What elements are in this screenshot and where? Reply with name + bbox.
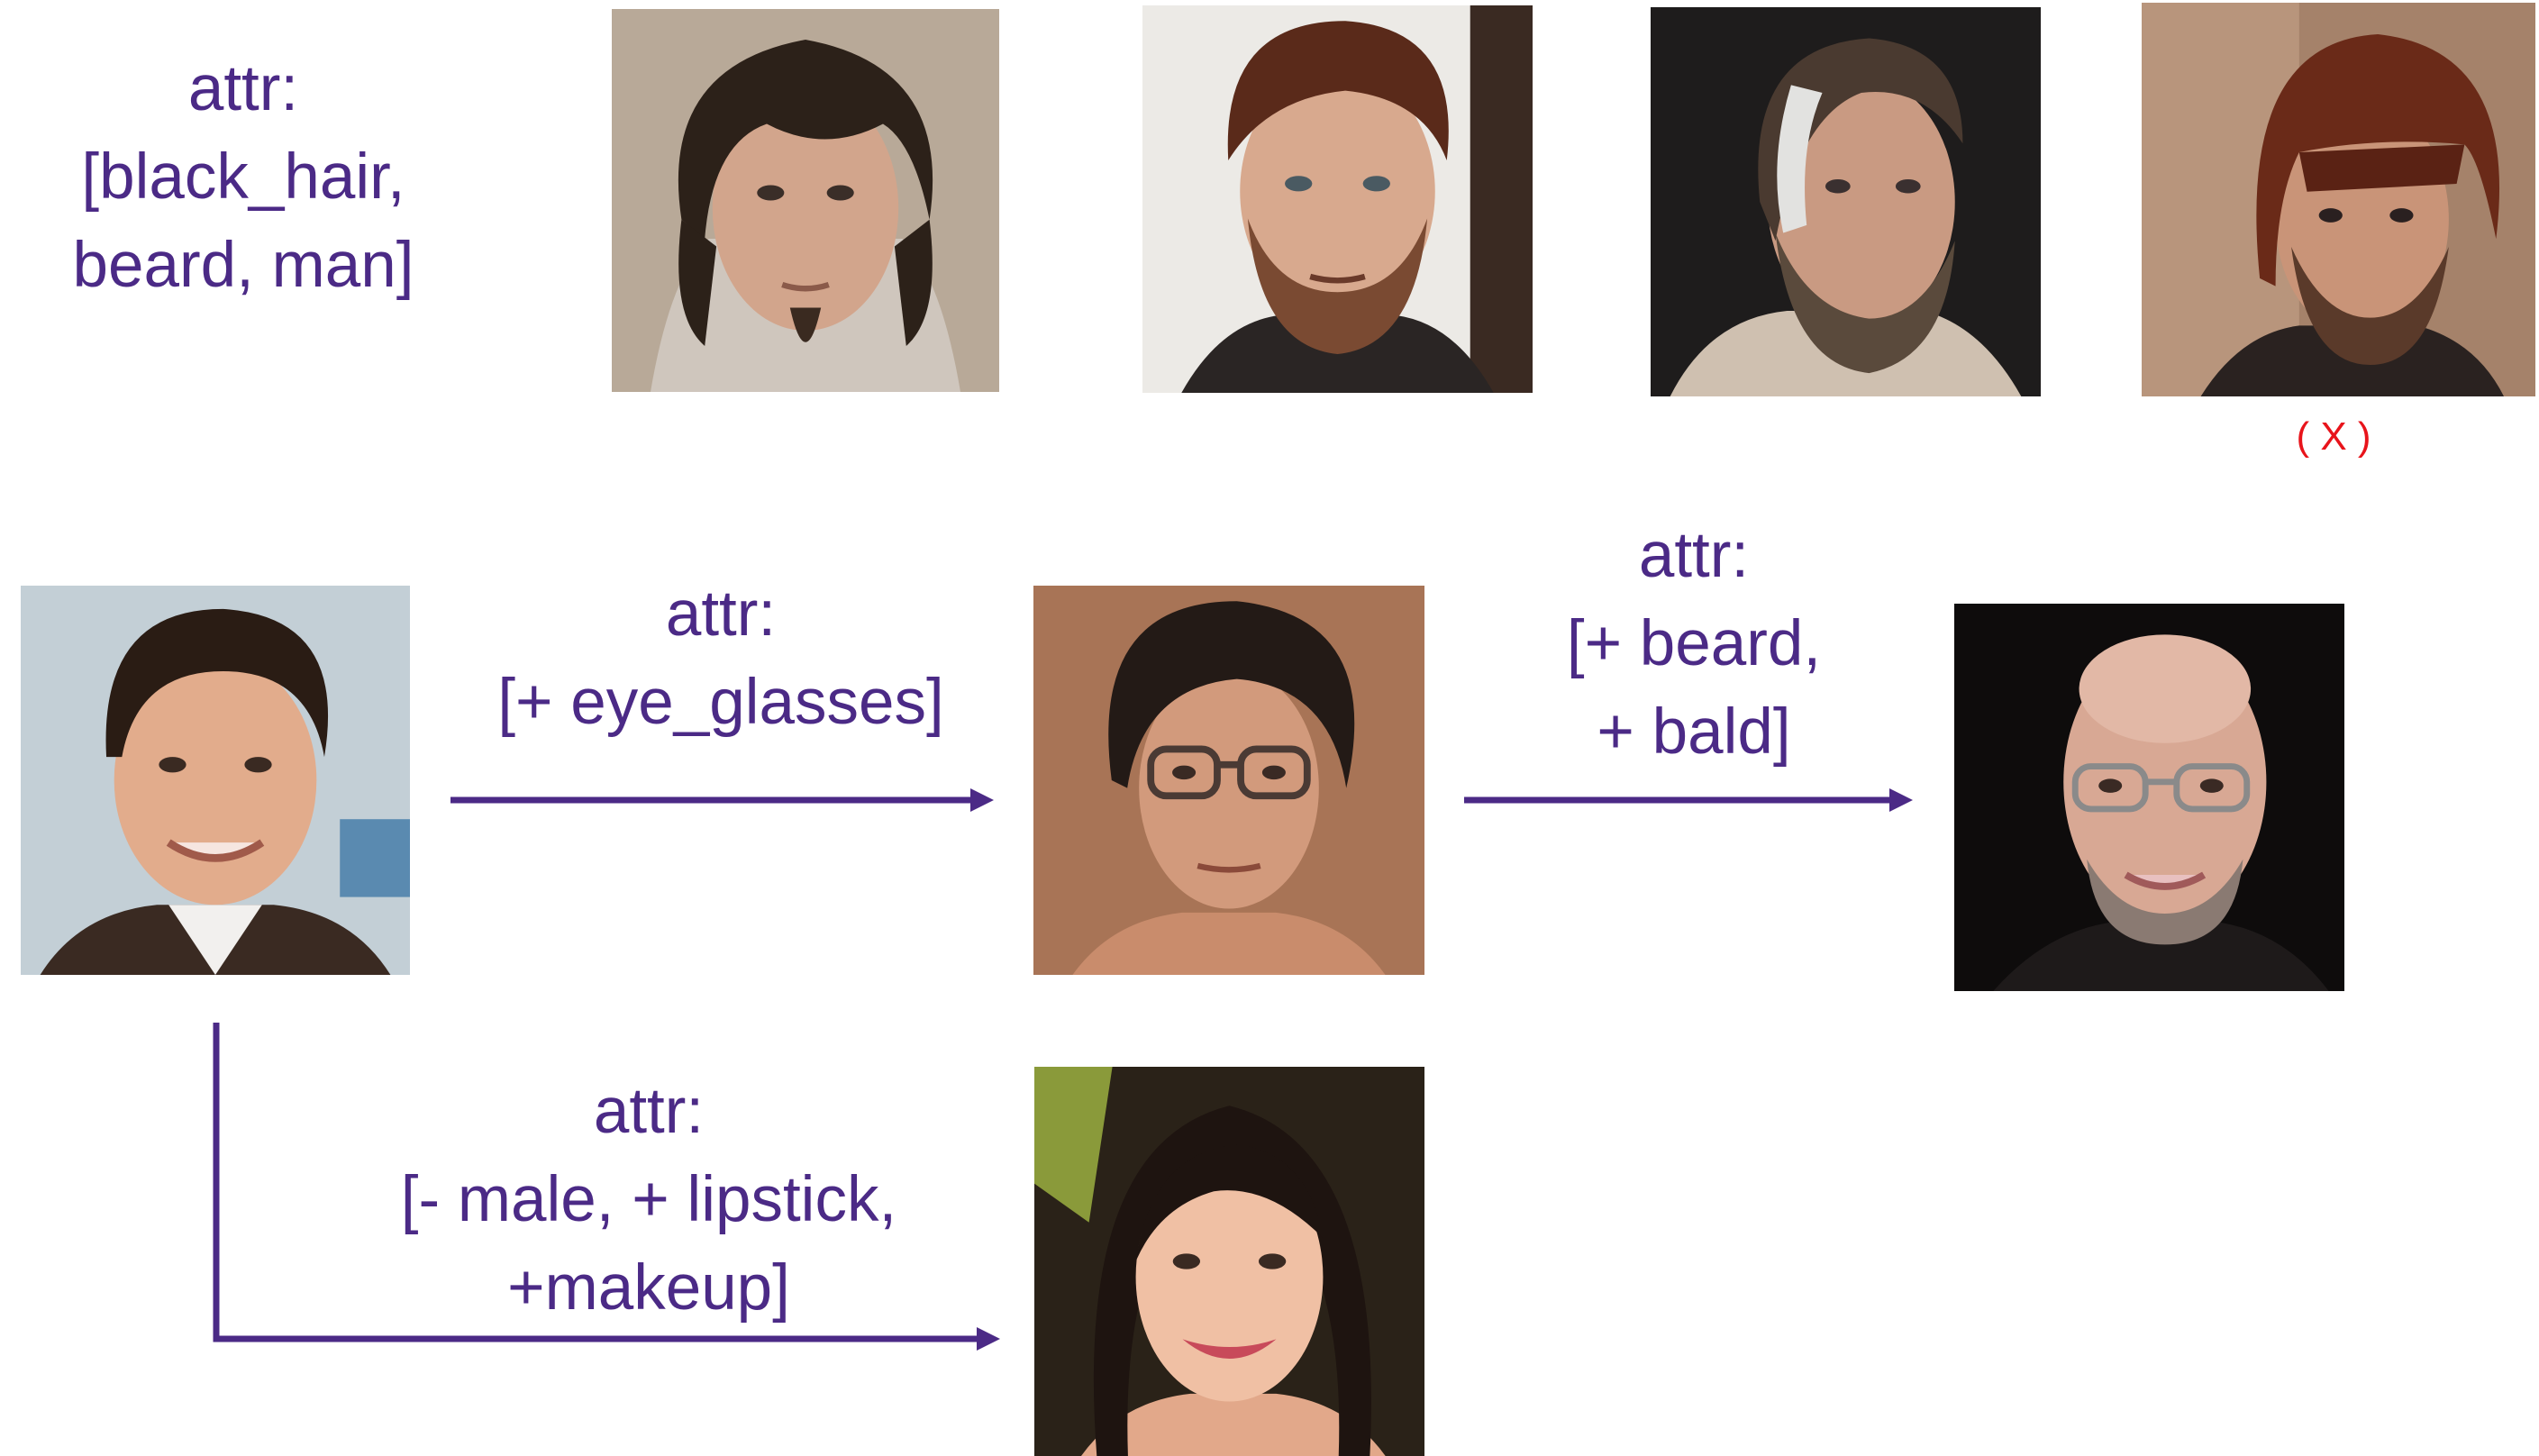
face-image-top-2 <box>1142 5 1533 393</box>
beard-bald-face-image <box>1954 604 2344 991</box>
female-attribute-label: attr: [- male, + lipstick, +makeup] <box>333 1068 964 1333</box>
top-attribute-label-line-2: [black_hair, <box>81 141 405 213</box>
beard-bald-label-line-3: + bald] <box>1597 696 1791 768</box>
face-image-top-3 <box>1651 7 2041 396</box>
beard-bald-attribute-label: attr: [+ beard, + bald] <box>1469 512 1919 777</box>
eyeglasses-label-line-2: [+ eye_glasses] <box>497 667 944 738</box>
female-face-image <box>1034 1067 1424 1456</box>
top-attribute-label-line-1: attr: <box>187 53 299 124</box>
female-arrow <box>213 1023 1000 1351</box>
source-face-image <box>21 586 410 975</box>
female-label-line-2: [- male, + lipstick, <box>400 1164 897 1235</box>
eyeglasses-attribute-label: attr: [+ eye_glasses] <box>469 570 973 747</box>
eyeglasses-face-image <box>1033 586 1424 975</box>
beard-bald-label-line-2: [+ beard, <box>1566 608 1822 679</box>
failure-mark: ( X ) <box>2296 414 2371 459</box>
face-image-top-4-failure <box>2142 3 2535 396</box>
top-attribute-label: attr: [black_hair, beard, man] <box>54 45 432 310</box>
face-image-top-1 <box>612 9 999 392</box>
eyeglasses-arrow <box>450 788 994 812</box>
beard-bald-arrow <box>1464 788 1913 812</box>
female-label-line-3: +makeup] <box>507 1252 790 1324</box>
beard-bald-label-line-1: attr: <box>1638 520 1750 591</box>
female-label-line-1: attr: <box>593 1076 705 1147</box>
eyeglasses-label-line-1: attr: <box>665 578 777 650</box>
top-attribute-label-line-3: beard, man] <box>72 230 414 301</box>
